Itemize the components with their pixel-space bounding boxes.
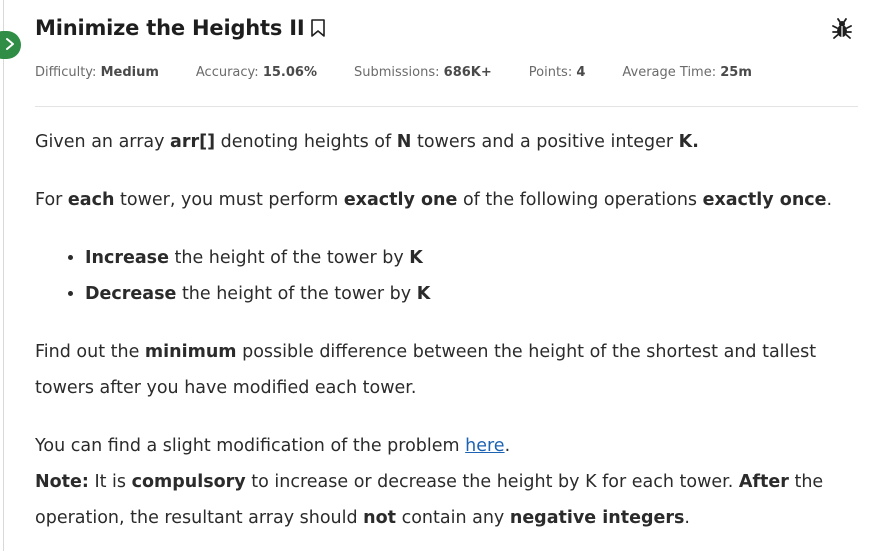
meta-average-time: Average Time: 25m xyxy=(622,65,752,80)
statement-paragraph: For each tower, you must perform exactly… xyxy=(35,190,833,210)
problem-title: Minimize the Heights II xyxy=(35,16,305,40)
chevron-right-icon xyxy=(4,36,16,55)
problem-meta: Difficulty: Medium Accuracy: 15.06% Subm… xyxy=(35,65,789,80)
statement-paragraph: You can find a slight modification of th… xyxy=(35,436,511,456)
here-link[interactable]: here xyxy=(465,436,505,456)
meta-submissions: Submissions: 686K+ xyxy=(353,65,492,80)
meta-accuracy: Accuracy: 15.06% xyxy=(195,65,317,80)
expand-panel-button[interactable] xyxy=(0,31,21,59)
bookmark-icon[interactable] xyxy=(309,18,327,38)
statement-paragraph: Given an array arr[] denoting heights of… xyxy=(35,132,699,152)
meta-difficulty: Difficulty: Medium xyxy=(35,65,159,80)
operations-list: Increase the height of the tower by K De… xyxy=(35,240,865,312)
meta-points: Points: 4 xyxy=(528,65,586,80)
header-divider xyxy=(35,106,858,107)
problem-statement: Given an array arr[] denoting heights of… xyxy=(35,124,865,536)
panel-divider xyxy=(3,0,4,551)
problem-header: Minimize the Heights II xyxy=(35,16,327,40)
statement-paragraph: Find out the minimum possible difference… xyxy=(35,342,817,398)
list-item: Decrease the height of the tower by K xyxy=(85,276,865,312)
list-item: Increase the height of the tower by K xyxy=(85,240,865,276)
note-paragraph: Note: It is compulsory to increase or de… xyxy=(35,472,824,528)
bug-icon[interactable] xyxy=(831,18,853,44)
